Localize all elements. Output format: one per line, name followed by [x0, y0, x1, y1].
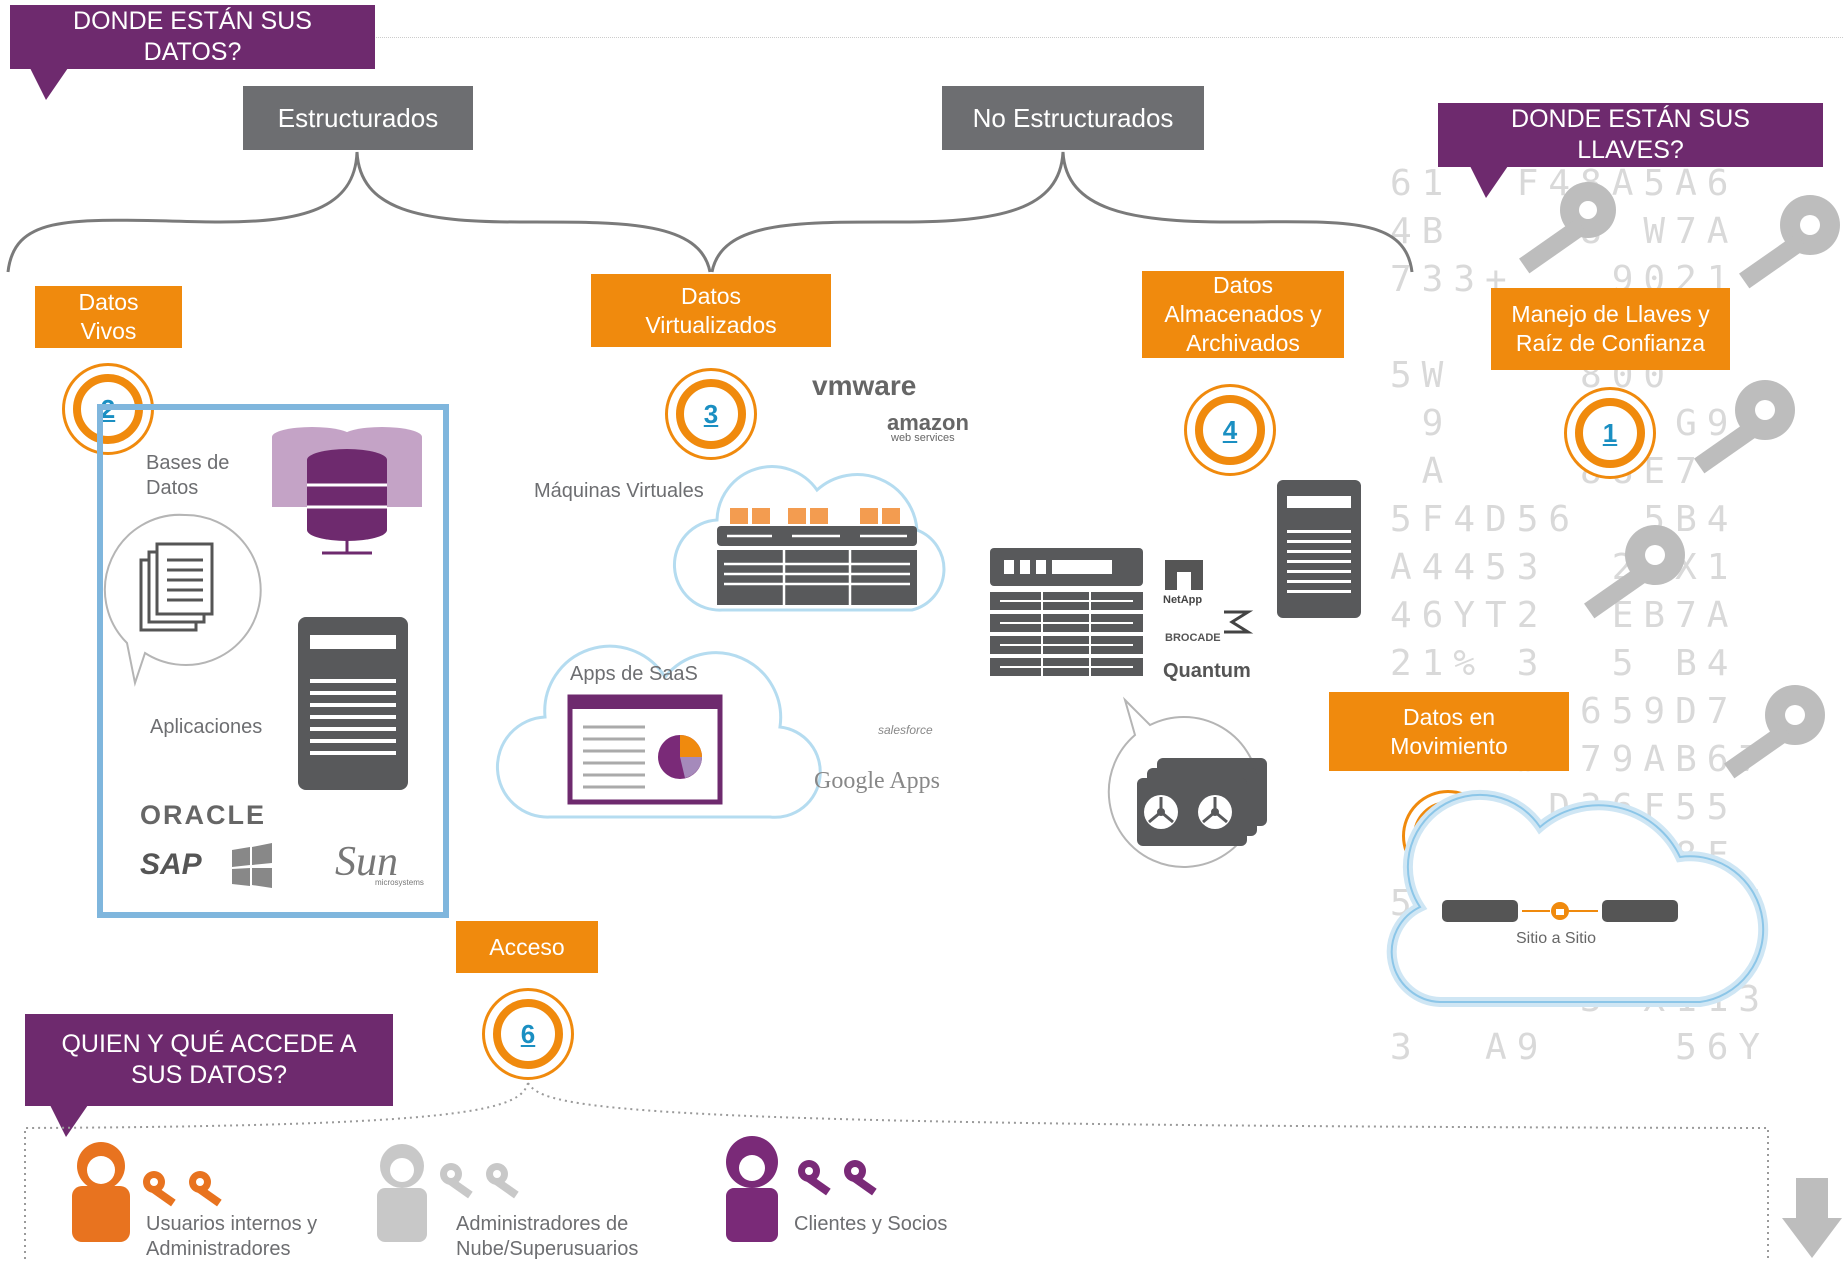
- header-donde-llaves-pointer: [1470, 166, 1508, 198]
- node-5-label: Datos en Movimiento: [1329, 692, 1569, 771]
- brace-estructurados: [6, 151, 712, 273]
- key-icon: [1739, 195, 1840, 289]
- bases-de-datos-label: Bases de Datos: [146, 452, 230, 499]
- header-quien-accede-pointer: [50, 1105, 88, 1137]
- header-quien-accede: QUIEN Y QUÉ ACCEDE A SUS DATOS?: [25, 1014, 393, 1106]
- category-no-estructurados: No Estructurados: [942, 86, 1204, 150]
- down-arrow-icon[interactable]: [1782, 1178, 1842, 1260]
- user-cloud-admin-keys-icon: [440, 1163, 519, 1199]
- gray-keys: [1519, 182, 1840, 779]
- app-server-icon: [298, 617, 408, 790]
- node-4-label: Datos Almacenados y Archivados: [1142, 271, 1344, 358]
- node-3-label: Datos Virtualizados: [591, 274, 831, 347]
- user-clients-label: Clientes y Socios: [794, 1213, 948, 1235]
- access-dotted-lines: [24, 1082, 1769, 1260]
- aplicaciones-label: Aplicaciones: [150, 716, 263, 738]
- node-4-badge[interactable]: 4: [1184, 384, 1276, 476]
- header-donde-llaves: DONDE ESTÁN SUS LLAVES?: [1438, 103, 1823, 167]
- oracle-logo: ORACLE: [140, 800, 266, 830]
- sitio-a-sitio-label: Sitio a Sitio: [1516, 930, 1597, 947]
- amazon-logo: amazon web services: [887, 410, 969, 444]
- header-donde-datos: DONDE ESTÁN SUS DATOS?: [10, 5, 375, 69]
- user-clients-avatar-icon: [726, 1136, 778, 1242]
- key-icon: [1519, 182, 1616, 274]
- sun-logo: Sun microsystems: [335, 839, 424, 887]
- node-6-link[interactable]: 6: [520, 1018, 536, 1049]
- vm-cloud: [673, 465, 946, 612]
- header-donde-llaves-text: DONDE ESTÁN SUS LLAVES?: [1511, 105, 1750, 164]
- node-6-label: Acceso: [456, 921, 598, 973]
- sap-logo: SAP: [140, 848, 202, 881]
- node-6-badge[interactable]: 6: [482, 988, 574, 1080]
- category-estructurados: Estructurados: [243, 86, 473, 150]
- node-3-badge[interactable]: 3: [665, 368, 757, 460]
- salesforce-logo: salesforce: [878, 723, 933, 737]
- node-2-label: Datos Vivos: [35, 286, 182, 348]
- top-dotted-divider: [370, 37, 1843, 38]
- user-clients-keys-icon: [798, 1160, 877, 1196]
- user-internal-label: Usuarios internos y Administradores: [146, 1213, 318, 1260]
- vmware-logo: vmware: [812, 370, 917, 401]
- quantum-logo: Quantum: [1163, 660, 1251, 682]
- storage-server-icon: [1277, 480, 1361, 618]
- header-donde-datos-text: DONDE ESTÁN SUS DATOS?: [73, 7, 312, 66]
- header-donde-datos-pointer: [30, 68, 68, 100]
- key-icon: [1694, 380, 1795, 474]
- node-1-badge[interactable]: 1: [1564, 387, 1656, 479]
- header-quien-accede-text: QUIEN Y QUÉ ACCEDE A SUS DATOS?: [61, 1030, 357, 1089]
- brace-no-estructurados: [710, 151, 1414, 273]
- saas-cloud: [495, 644, 822, 819]
- user-internal-avatar-icon: [72, 1142, 130, 1242]
- windows-logo: [232, 843, 272, 888]
- node-1-label: Manejo de Llaves y Raíz de Confianza: [1491, 288, 1730, 370]
- datos-vivos-box: [97, 404, 449, 918]
- key-icon: [1584, 525, 1685, 619]
- netapp-logo: NetApp: [1163, 594, 1203, 606]
- node-3-link[interactable]: 3: [703, 398, 719, 429]
- google-apps-logo: Google Apps: [814, 768, 940, 794]
- brocade-icon: [1224, 610, 1254, 634]
- user-cloud-admin-label: Administradores de Nube/Superusuarios: [456, 1213, 639, 1260]
- node-1-link[interactable]: 1: [1602, 417, 1618, 448]
- documents-bubble-icon: [103, 513, 262, 687]
- key-icon: [1724, 685, 1825, 779]
- site-to-site-cloud: [1386, 789, 1769, 1007]
- node-4-link[interactable]: 4: [1222, 414, 1238, 445]
- database-icon: [272, 427, 422, 555]
- tape-bubble-icon: [1107, 696, 1267, 868]
- user-cloud-admin-avatar-icon: [377, 1144, 427, 1242]
- apps-saas-label: Apps de SaaS: [570, 663, 698, 685]
- netapp-icon: [1165, 560, 1203, 590]
- maquinas-virtuales-label: Máquinas Virtuales: [534, 480, 704, 502]
- user-internal-keys-icon: [143, 1171, 222, 1207]
- brocade-logo: BROCADE: [1165, 632, 1221, 644]
- storage-array-icon: [990, 548, 1143, 676]
